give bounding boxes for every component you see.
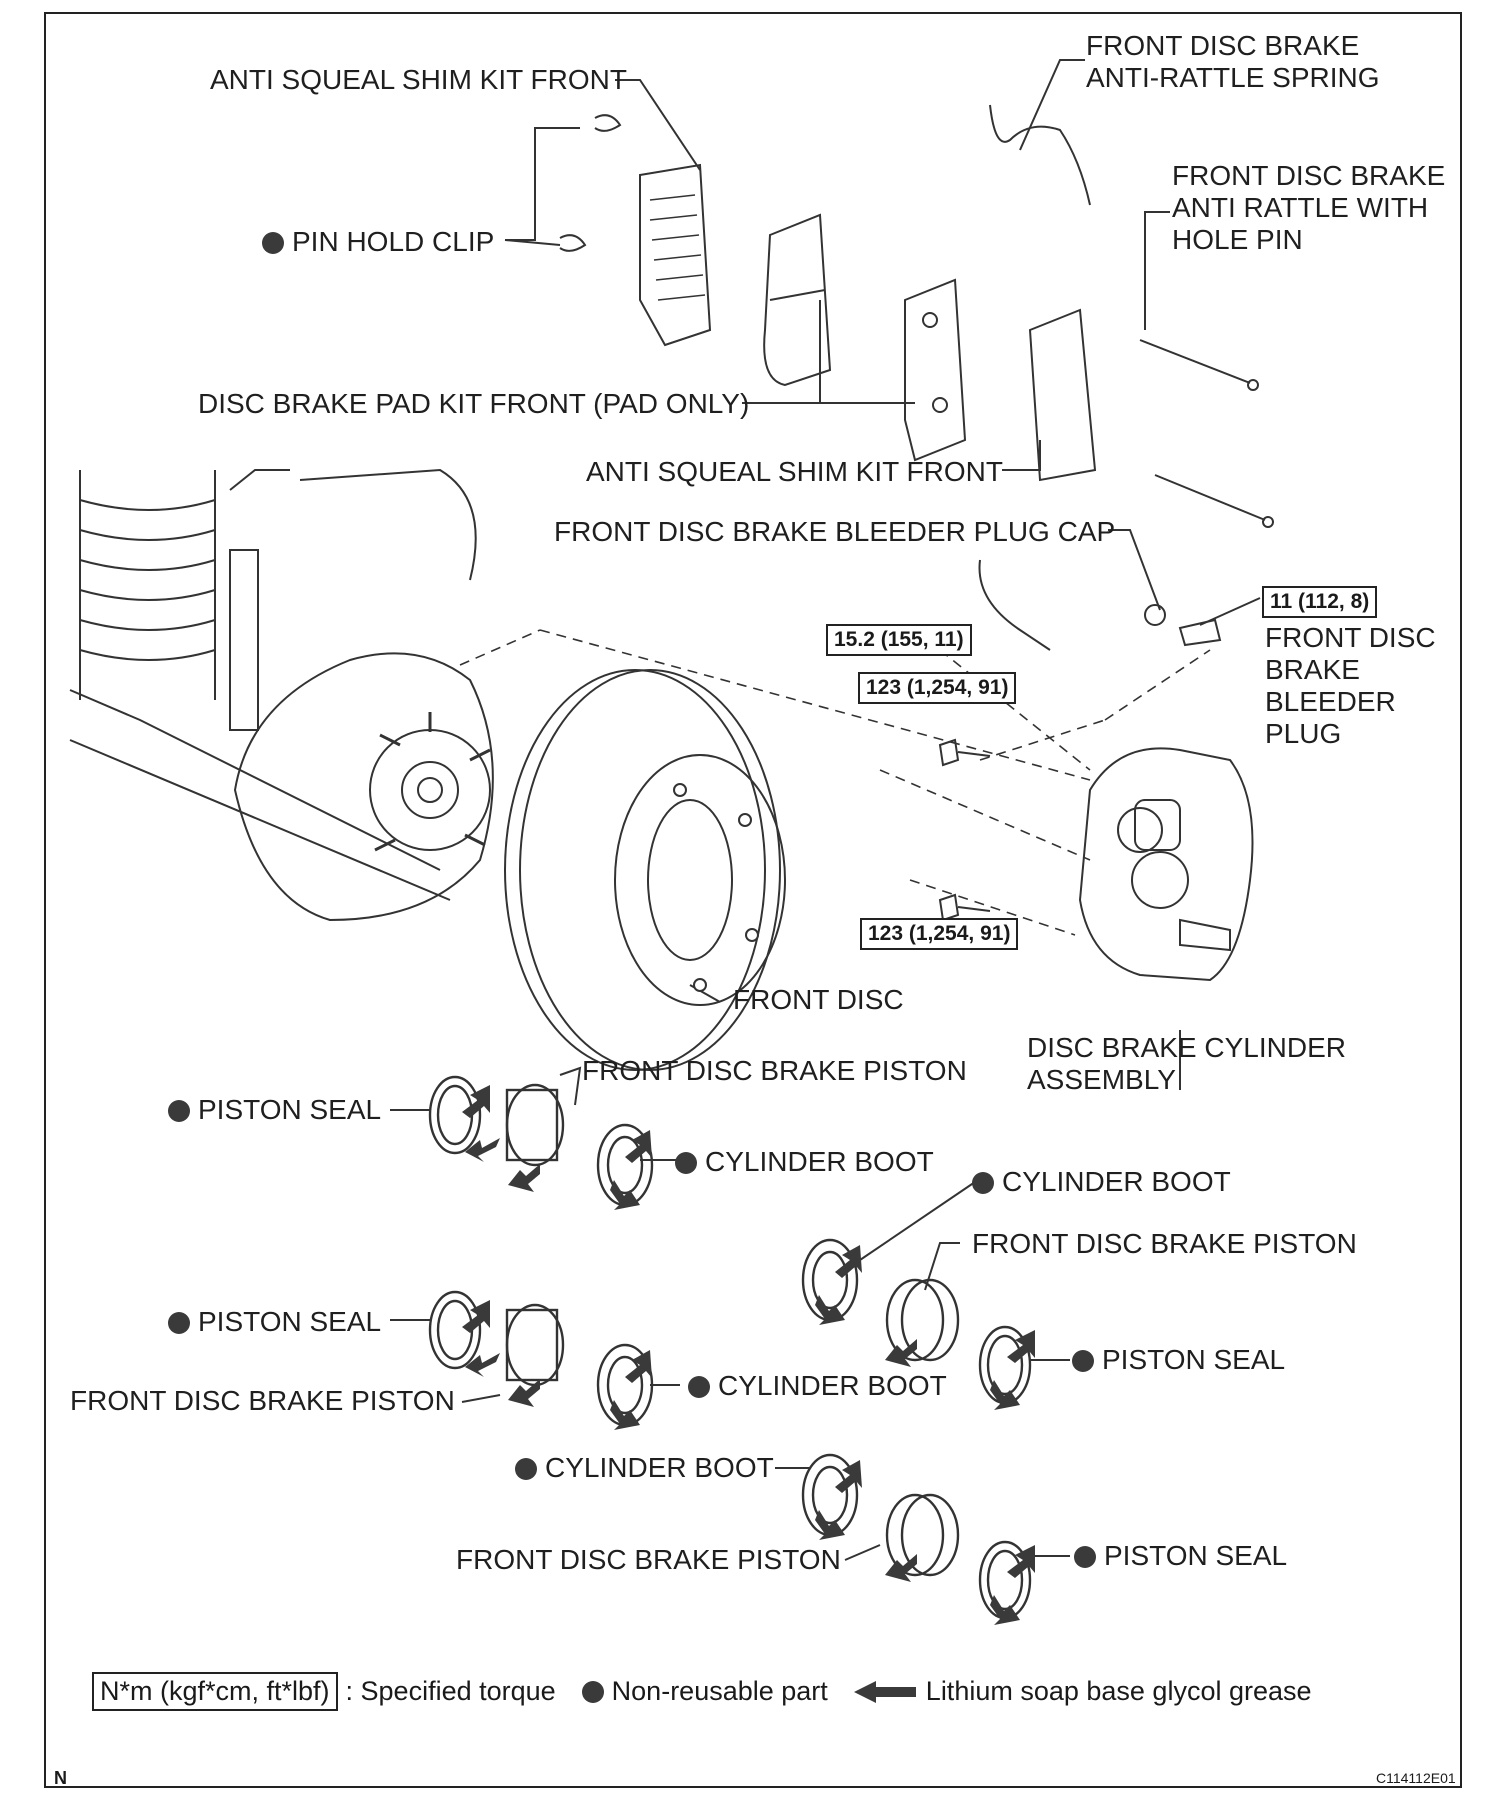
legend: N*m (kgf*cm, ft*lbf) : Specified torque …	[92, 1672, 1312, 1711]
label-cylinder-assembly: DISC BRAKE CYLINDER ASSEMBLY	[1027, 1032, 1346, 1095]
legend-torque-text: : Specified torque	[345, 1676, 556, 1706]
label-piston-seal-2-text: PISTON SEAL	[198, 1306, 382, 1337]
label-cylinder-boot-2-text: CYLINDER BOOT	[1002, 1166, 1231, 1197]
label-anti-rattle-pin: FRONT DISC BRAKE ANTI RATTLE WITH HOLE P…	[1172, 160, 1446, 255]
label-anti-rattle-spring: FRONT DISC BRAKE ANTI-RATTLE SPRING	[1086, 30, 1380, 93]
leader-bleeder-cap	[1108, 529, 1161, 611]
nonreusable-dot-icon	[675, 1152, 697, 1174]
label-anti-squeal-shim-top: ANTI SQUEAL SHIM KIT FRONT	[210, 64, 627, 95]
label-front-disc: FRONT DISC	[733, 984, 904, 1015]
label-piston-seal-4: PISTON SEAL	[1074, 1540, 1287, 1572]
label-piston-1: FRONT DISC BRAKE PISTON	[582, 1055, 967, 1086]
legend-nonreusable-text: Non-reusable part	[611, 1676, 828, 1706]
nonreusable-dot-icon	[1072, 1350, 1094, 1372]
label-cylinder-boot-4-text: CYLINDER BOOT	[545, 1452, 774, 1483]
torque-union: 15.2 (155, 11)	[826, 624, 972, 656]
label-pin-hold-clip: PIN HOLD CLIP	[262, 226, 494, 258]
label-piston-seal-3-text: PISTON SEAL	[1102, 1344, 1286, 1375]
figure-code: C114112E01	[1376, 1770, 1456, 1786]
torque-bolt-lower: 123 (1,254, 91)	[860, 918, 1019, 950]
label-piston-3: FRONT DISC BRAKE PISTON	[70, 1385, 455, 1416]
label-cylinder-boot-3-text: CYLINDER BOOT	[718, 1370, 947, 1401]
label-piston-2: FRONT DISC BRAKE PISTON	[972, 1228, 1357, 1259]
label-pin-hold-clip-text: PIN HOLD CLIP	[292, 226, 495, 257]
nonreusable-dot-icon	[168, 1312, 190, 1334]
leader-pin	[1144, 211, 1170, 330]
torque-bleeder-plug: 11 (112, 8)	[1262, 586, 1378, 618]
label-piston-seal-1-text: PISTON SEAL	[198, 1094, 382, 1125]
legend-torque-unit: N*m (kgf*cm, ft*lbf)	[92, 1672, 338, 1711]
label-cylinder-boot-4: CYLINDER BOOT	[515, 1452, 774, 1484]
label-bleeder-plug: FRONT DISC BRAKE BLEEDER PLUG	[1265, 622, 1436, 749]
nonreusable-dot-icon	[515, 1458, 537, 1480]
label-cylinder-boot-2: CYLINDER BOOT	[972, 1166, 1231, 1198]
label-anti-squeal-shim-mid: ANTI SQUEAL SHIM KIT FRONT	[586, 456, 1003, 487]
nonreusable-dot-icon	[972, 1172, 994, 1194]
label-cylinder-boot-3: CYLINDER BOOT	[688, 1370, 947, 1402]
nonreusable-dot-icon	[262, 232, 284, 254]
leader-pin-clip	[505, 127, 580, 241]
nonreusable-dot-icon	[581, 1680, 604, 1703]
label-piston-4: FRONT DISC BRAKE PISTON	[456, 1544, 841, 1575]
label-piston-seal-2: PISTON SEAL	[168, 1306, 381, 1338]
legend-grease-text: Lithium soap base glycol grease	[925, 1676, 1312, 1706]
grease-arrow-icon	[853, 1680, 916, 1703]
label-piston-seal-3: PISTON SEAL	[1072, 1344, 1285, 1376]
nonreusable-dot-icon	[1074, 1546, 1096, 1568]
torque-bolt-upper: 123 (1,254, 91)	[858, 672, 1017, 704]
leader-shim-top	[615, 79, 701, 171]
diagram-frame	[44, 12, 1462, 1788]
corner-letter: N	[54, 1768, 67, 1788]
label-piston-seal-1: PISTON SEAL	[168, 1094, 381, 1126]
leader-pad	[742, 300, 821, 404]
label-bleeder-cap: FRONT DISC BRAKE BLEEDER PLUG CAP	[554, 516, 1116, 547]
nonreusable-dot-icon	[688, 1376, 710, 1398]
label-cylinder-boot-1: CYLINDER BOOT	[675, 1146, 934, 1178]
label-piston-seal-4-text: PISTON SEAL	[1104, 1540, 1288, 1571]
nonreusable-dot-icon	[168, 1100, 190, 1122]
leader-shim-mid	[1002, 440, 1041, 471]
leader-spring	[1019, 59, 1085, 151]
label-cylinder-boot-1-text: CYLINDER BOOT	[705, 1146, 934, 1177]
label-pad-kit: DISC BRAKE PAD KIT FRONT (PAD ONLY)	[198, 388, 750, 419]
